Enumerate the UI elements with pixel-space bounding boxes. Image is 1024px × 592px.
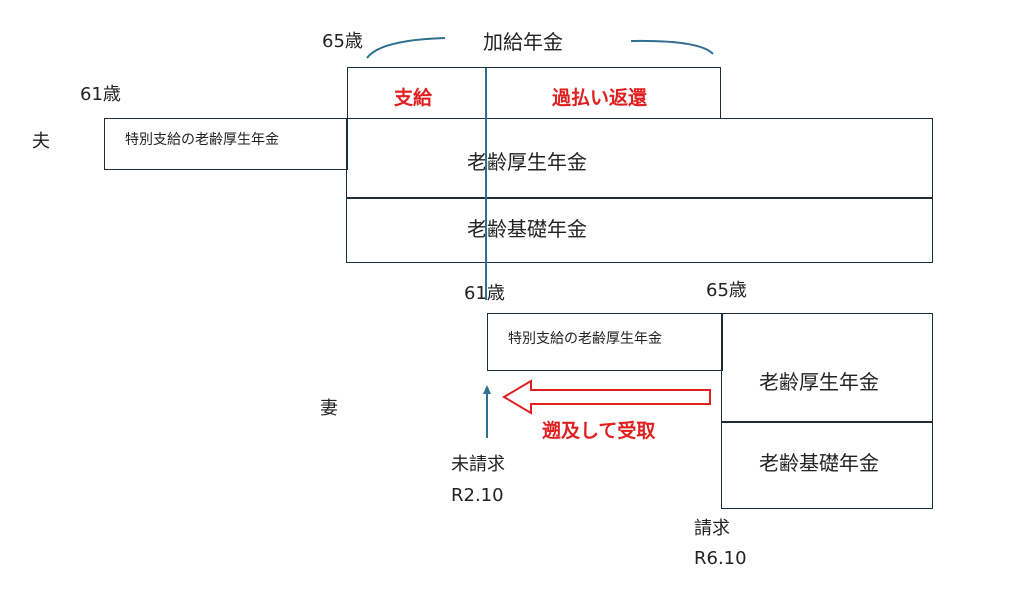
wife-tokubetsu-box xyxy=(487,313,723,371)
wife-kiso-box xyxy=(721,421,933,509)
kabarai-label: 過払い返還 xyxy=(552,87,648,109)
wife-kiso-label: 老齢基礎年金 xyxy=(759,451,879,475)
sokyu-label: 遡及して受取 xyxy=(542,420,656,442)
wife-age-65: 65歳 xyxy=(706,280,747,301)
wife-tokubetsu-label: 特別支給の老齢厚生年金 xyxy=(508,331,662,347)
husband-age-61: 61歳 xyxy=(80,84,121,105)
husband-kosei-box xyxy=(346,118,933,199)
claim-date: R6.10 xyxy=(694,548,747,569)
unclaimed-date: R2.10 xyxy=(451,485,504,506)
shikyu-label: 支給 xyxy=(394,87,433,109)
husband-label: 夫 xyxy=(32,131,50,152)
husband-kiso-label: 老齢基礎年金 xyxy=(467,217,587,241)
kakyu-brace-left xyxy=(366,37,446,59)
kakyu-label: 加給年金 xyxy=(483,30,563,54)
wife-kosei-box xyxy=(721,313,933,423)
husband-tokubetsu-label: 特別支給の老齢厚生年金 xyxy=(125,132,279,148)
wife-kosei-label: 老齢厚生年金 xyxy=(759,370,879,394)
husband-kosei-label: 老齢厚生年金 xyxy=(467,150,587,174)
husband-tokubetsu-box xyxy=(104,118,348,170)
husband-kiso-box xyxy=(346,197,933,263)
husband-age-65: 65歳 xyxy=(322,31,363,52)
kakyu-brace-right xyxy=(630,39,714,55)
wife-label: 妻 xyxy=(320,398,338,419)
claim-label: 請求 xyxy=(694,518,730,539)
unclaimed-label: 未請求 xyxy=(451,454,505,475)
sokyu-arrow-icon xyxy=(502,379,711,415)
unclaimed-arrow-head xyxy=(483,385,491,394)
wife-age-61: 61歳 xyxy=(464,283,505,304)
